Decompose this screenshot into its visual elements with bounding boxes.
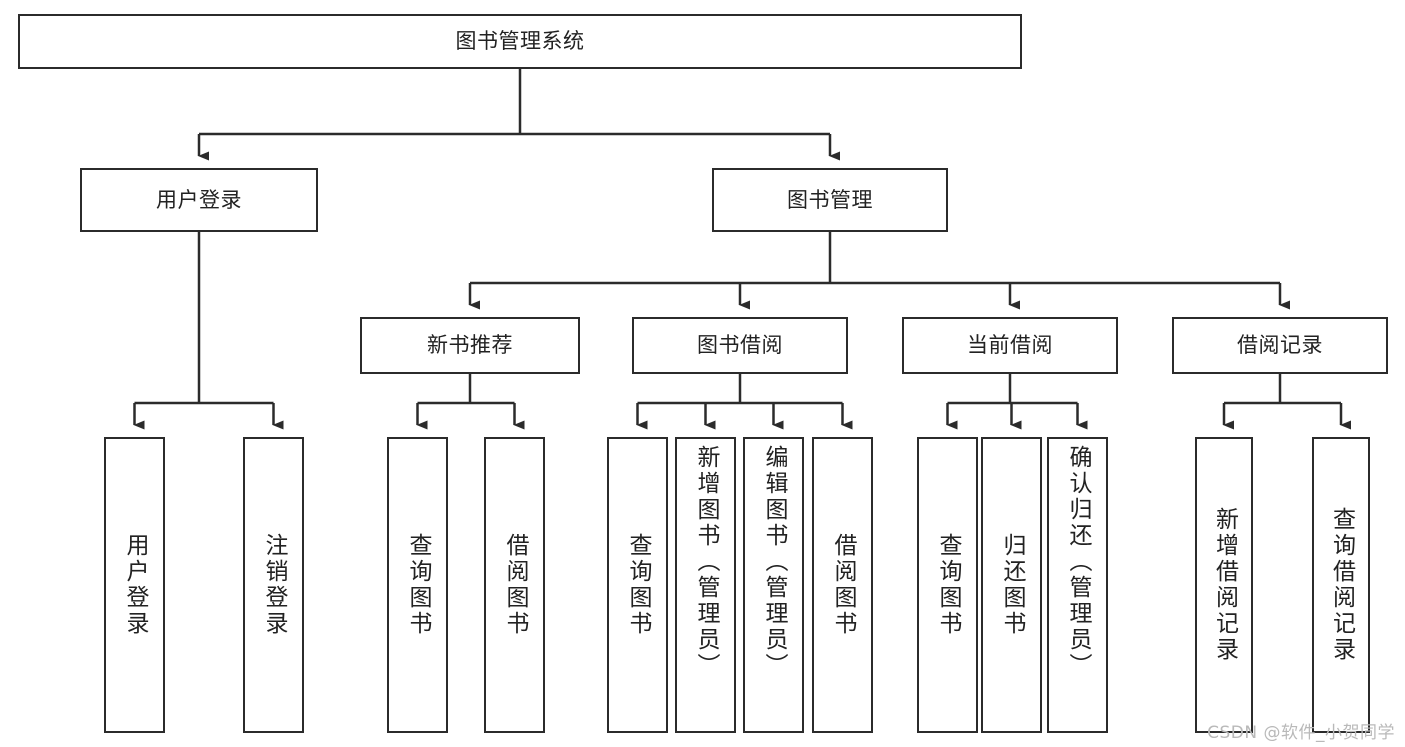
node-leaf-query-book-current[interactable]: 查询图书 xyxy=(917,437,978,733)
node-leaf-return-book[interactable]: 归还图书 xyxy=(981,437,1042,733)
node-leaf-logout[interactable]: 注销登录 xyxy=(243,437,304,733)
node-leaf-borrow-book-borrowing[interactable]: 借阅图书 xyxy=(812,437,873,733)
node-label: 查询图书 xyxy=(405,533,431,637)
node-label: 用户登录 xyxy=(122,533,148,637)
node-leaf-query-book-borrowing[interactable]: 查询图书 xyxy=(607,437,668,733)
node-leaf-query-book-recommend[interactable]: 查询图书 xyxy=(387,437,448,733)
node-label: 用户登录 xyxy=(156,187,242,212)
node-leaf-query-borrow-record[interactable]: 查询借阅记录 xyxy=(1312,437,1370,733)
node-label: 图书管理 xyxy=(787,187,873,212)
node-borrow-record[interactable]: 借阅记录 xyxy=(1172,317,1388,374)
node-leaf-add-book[interactable]: 新增图书（管理员） xyxy=(675,437,736,733)
node-current-borrowing[interactable]: 当前借阅 xyxy=(902,317,1118,374)
node-label: 查询图书 xyxy=(625,533,651,637)
node-label: 查询借阅记录 xyxy=(1328,507,1355,663)
node-label: 查询图书 xyxy=(935,533,961,637)
node-leaf-edit-book[interactable]: 编辑图书（管理员） xyxy=(743,437,804,733)
node-label: 图书管理系统 xyxy=(455,29,585,54)
node-leaf-confirm-return[interactable]: 确认归还（管理员） xyxy=(1047,437,1108,733)
node-leaf-add-borrow-record[interactable]: 新增借阅记录 xyxy=(1195,437,1253,733)
node-book-borrowing[interactable]: 图书借阅 xyxy=(632,317,848,374)
node-label: 新增图书（管理员） xyxy=(693,445,719,679)
node-new-book-recommendation[interactable]: 新书推荐 xyxy=(360,317,580,374)
node-book-management[interactable]: 图书管理 xyxy=(712,168,948,232)
node-label: 编辑图书（管理员） xyxy=(761,445,787,679)
node-leaf-borrow-book-recommend[interactable]: 借阅图书 xyxy=(484,437,545,733)
node-root[interactable]: 图书管理系统 xyxy=(18,14,1022,69)
node-label: 借阅图书 xyxy=(502,533,528,637)
node-label: 当前借阅 xyxy=(967,333,1053,358)
node-user-login[interactable]: 用户登录 xyxy=(80,168,318,232)
node-label: 借阅图书 xyxy=(830,533,856,637)
node-label: 新增借阅记录 xyxy=(1211,507,1238,663)
node-label: 借阅记录 xyxy=(1237,333,1323,358)
node-label: 确认归还（管理员） xyxy=(1065,445,1091,679)
node-label: 注销登录 xyxy=(261,533,287,637)
node-label: 归还图书 xyxy=(999,533,1025,637)
node-leaf-user-login[interactable]: 用户登录 xyxy=(104,437,165,733)
node-label: 图书借阅 xyxy=(697,333,783,358)
node-label: 新书推荐 xyxy=(427,333,513,358)
